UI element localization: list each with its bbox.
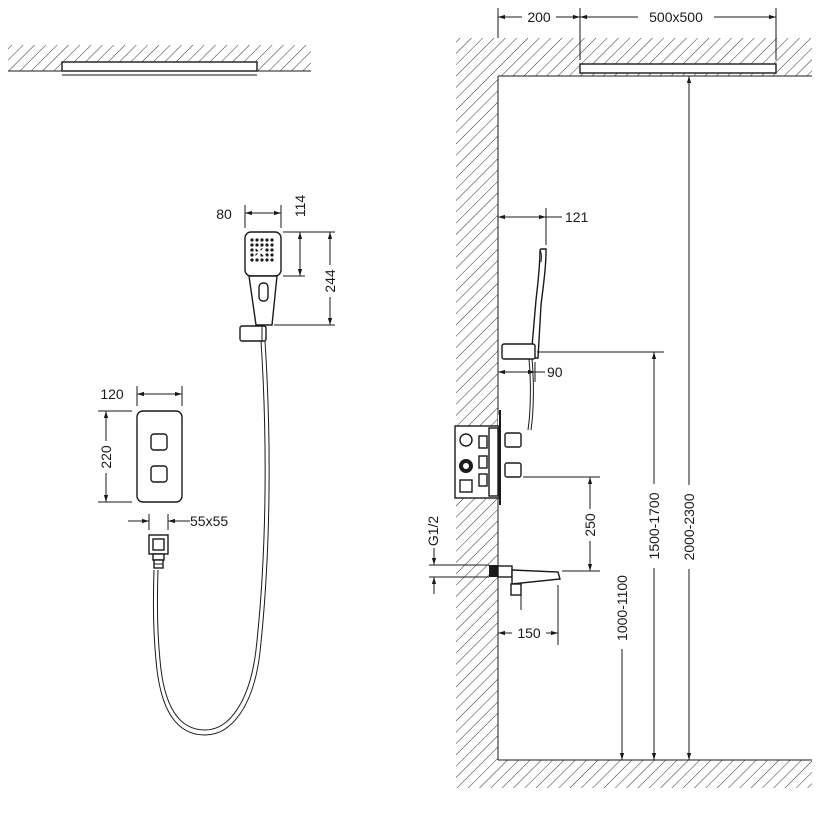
- room-walls: [456, 38, 812, 788]
- dim-panel-height: 220: [97, 410, 132, 503]
- dim-handshower-reach: 121: [498, 208, 589, 245]
- dim-holder-depth: 90: [498, 362, 563, 382]
- hand-shower-side: [501, 248, 547, 360]
- dim-handshower-head: 114: [283, 195, 335, 277]
- control-panel: [136, 410, 183, 503]
- dim-label-121: 121: [565, 209, 589, 225]
- hose-side: [527, 358, 534, 431]
- dim-spout-length: 150: [498, 585, 559, 645]
- dim-wall-offset: 200: [497, 8, 581, 60]
- dim-thread: G1/2: [425, 516, 489, 594]
- dim-label-200: 200: [527, 9, 551, 25]
- dim-spout-height: 1000-1100: [613, 567, 631, 760]
- dim-label-120: 120: [100, 386, 124, 402]
- dim-panel-width: 120: [100, 386, 183, 406]
- dim-label-244: 244: [322, 269, 338, 293]
- dim-mixer-to-spout: 250: [523, 476, 600, 572]
- dim-rain-shower-size: 500x500: [580, 8, 777, 60]
- dim-label-90: 90: [547, 364, 563, 380]
- wall-outlet: [148, 534, 169, 569]
- dim-label-500x500: 500x500: [649, 9, 703, 25]
- dim-label-1000-1100: 1000-1100: [614, 575, 630, 641]
- dim-label-2000-2300: 2000-2300: [681, 493, 697, 560]
- dim-handshower-width: 80: [216, 205, 282, 228]
- dim-label-55x55: 55x55: [190, 513, 228, 529]
- bath-spout: [489, 565, 561, 610]
- nozzle-grid: [250, 238, 274, 262]
- dim-label-1500-1700: 1500-1700: [646, 492, 662, 559]
- dim-outlet-size: 55x55: [128, 513, 228, 530]
- dim-label-g12: G1/2: [425, 516, 441, 547]
- concealed-valve-box: [454, 410, 522, 505]
- dim-handshower-total: 244: [274, 232, 339, 326]
- dim-label-150: 150: [517, 625, 541, 641]
- dim-rain-shower-height: 2000-2300: [680, 76, 698, 760]
- dim-label-220: 220: [98, 445, 114, 469]
- dim-label-80: 80: [216, 206, 232, 222]
- dim-label-114: 114: [292, 195, 308, 218]
- hand-shower: [239, 231, 282, 342]
- rain-shower-head: [579, 63, 777, 77]
- shower-hose: [152, 340, 270, 736]
- dim-mixer-height: 1500-1700: [537, 351, 664, 760]
- dim-label-250: 250: [582, 513, 598, 537]
- rain-shower-head-top: [61, 61, 258, 76]
